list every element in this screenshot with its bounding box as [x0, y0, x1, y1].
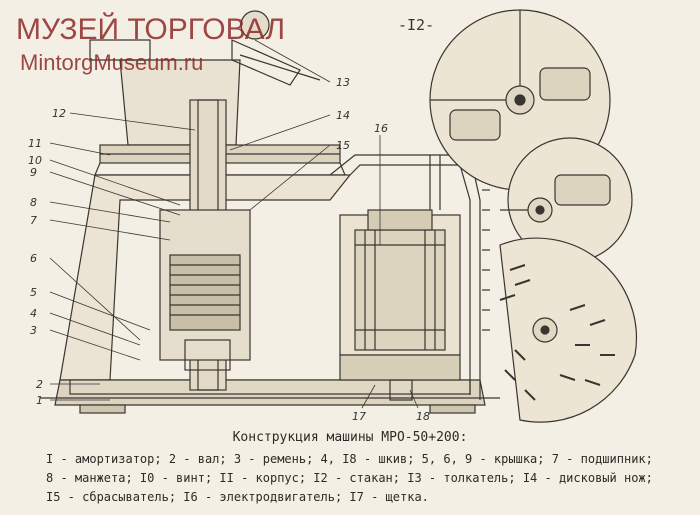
housing	[40, 174, 500, 406]
legend-line-2: 8 - манжета; I0 - винт; II - корпус; I2 …	[46, 471, 653, 485]
figure-caption: Конструкция машины МРО-50+200:	[232, 430, 468, 445]
machine-feet	[79, 404, 476, 414]
callout-15: 15	[336, 139, 350, 152]
callout-7: 7	[30, 214, 37, 227]
central-shaft	[159, 99, 251, 391]
watermark-url: MintorgMuseum.ru	[20, 50, 204, 75]
callout-8: 8	[30, 196, 37, 209]
cooling-fins	[482, 189, 490, 331]
electric-motor	[339, 209, 461, 401]
callout-11: 11	[28, 137, 42, 150]
watermark-title: МУЗЕЙ ТОРГОВАЛ	[16, 13, 286, 46]
callout-5: 5	[30, 286, 37, 299]
callout-16: 16	[374, 122, 388, 135]
legend-line-3: I5 - сбрасыватель; I6 - электродвигатель…	[46, 490, 429, 504]
callout-10: 10	[28, 154, 42, 167]
callout-3: 3	[30, 324, 37, 337]
callout-9: 9	[30, 166, 37, 179]
page-number: -I2-	[398, 16, 435, 34]
callout-18: 18	[416, 410, 430, 423]
grating-disc	[499, 237, 638, 423]
callout-17: 17	[352, 410, 366, 423]
callout-13: 13	[336, 76, 350, 89]
callout-4: 4	[30, 307, 37, 320]
callout-2: 2	[36, 378, 43, 391]
callout-1: 1	[36, 394, 43, 407]
leader-lines	[49, 39, 419, 409]
callout-6: 6	[30, 252, 37, 265]
callout-12: 12	[52, 107, 66, 120]
disc-knife-2	[500, 137, 633, 263]
callout-14: 14	[336, 109, 350, 122]
legend-line-1: I - амортизатор; 2 - вал; 3 - ремень; 4,…	[46, 452, 653, 466]
